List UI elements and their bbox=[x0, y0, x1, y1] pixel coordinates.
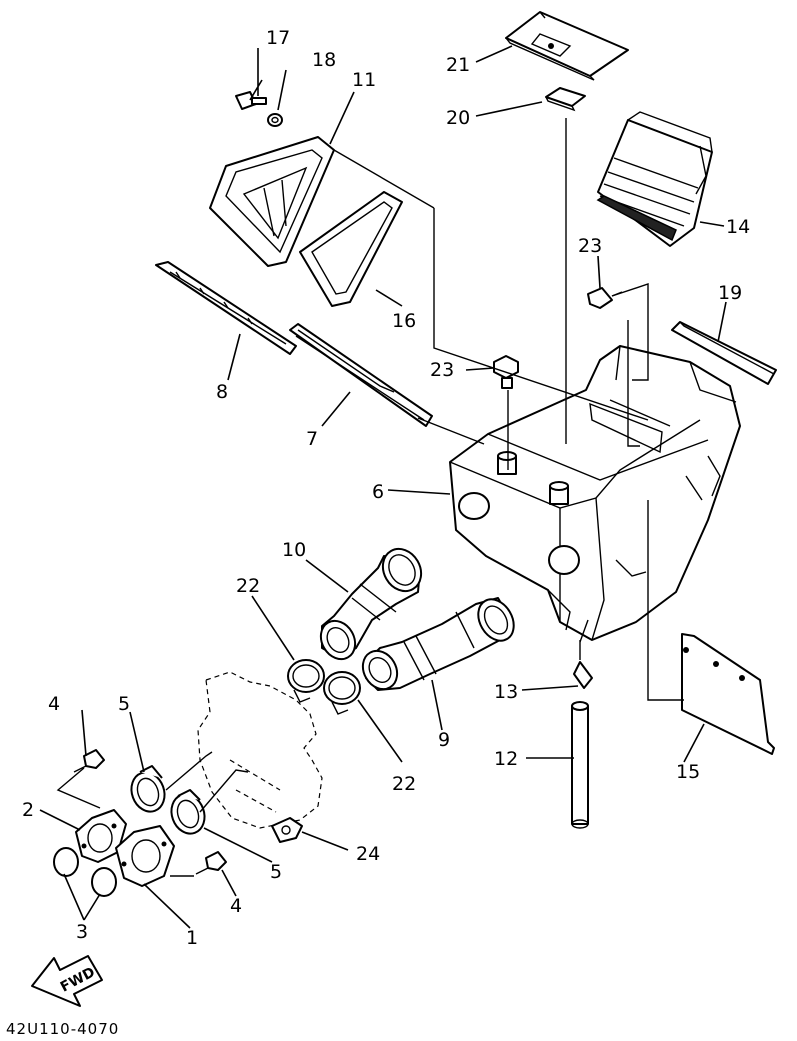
part-24-clip bbox=[271, 817, 303, 843]
callout-1: 1 bbox=[186, 927, 198, 949]
part-4-screw-lower bbox=[195, 851, 227, 875]
part-1-joint bbox=[115, 825, 175, 887]
callout-16: 16 bbox=[392, 310, 416, 332]
part-18-washer bbox=[267, 113, 283, 127]
part-5-clamp-right bbox=[170, 789, 206, 835]
callout-5-upper: 5 bbox=[118, 693, 130, 715]
callout-labels: 21 20 17 18 11 14 23 19 16 23 8 7 6 10 2… bbox=[22, 27, 750, 949]
part-22-hose-clamp-right bbox=[323, 671, 361, 715]
part-4-screw-upper bbox=[73, 749, 105, 773]
leader-lines bbox=[39, 45, 727, 929]
part-15-side-plate bbox=[681, 633, 775, 755]
callout-21: 21 bbox=[446, 54, 470, 76]
part-23-bolt-lower bbox=[493, 355, 519, 389]
callout-2: 2 bbox=[22, 799, 34, 821]
part-20-pad bbox=[545, 87, 586, 112]
part-2-joint bbox=[75, 809, 127, 863]
diagram-code: 42U110-4070 bbox=[6, 1020, 119, 1038]
callout-14: 14 bbox=[726, 216, 750, 238]
part-19-strip bbox=[671, 321, 777, 385]
part-9-joint-hose bbox=[361, 597, 515, 691]
part-12-drain-hose bbox=[571, 701, 589, 829]
part-3-o-rings bbox=[53, 847, 117, 897]
part-13-clip bbox=[573, 661, 593, 689]
part-16-gasket bbox=[299, 191, 403, 307]
part-11-filter-cover bbox=[209, 136, 435, 267]
part-21-cover-plate bbox=[505, 11, 629, 81]
callout-8: 8 bbox=[216, 381, 228, 403]
part-7-filter-element bbox=[289, 323, 433, 427]
part-10-joint-hose bbox=[319, 547, 423, 661]
callout-12: 12 bbox=[494, 748, 518, 770]
callout-22-lower: 22 bbox=[392, 773, 416, 795]
callout-11: 11 bbox=[352, 69, 376, 91]
callout-4-upper: 4 bbox=[48, 693, 60, 715]
carburetor-phantom-outline bbox=[197, 671, 323, 829]
callout-10: 10 bbox=[282, 539, 306, 561]
callout-7: 7 bbox=[306, 428, 318, 450]
callout-3: 3 bbox=[76, 921, 88, 943]
callout-5-lower: 5 bbox=[270, 861, 282, 883]
callout-9: 9 bbox=[438, 729, 450, 751]
part-23-bolt-upper bbox=[587, 287, 623, 309]
part-22-hose-clamp-left bbox=[287, 659, 325, 703]
callout-23-upper: 23 bbox=[578, 235, 602, 257]
callout-22-upper: 22 bbox=[236, 575, 260, 597]
part-17-bolt bbox=[235, 91, 267, 110]
callout-20: 20 bbox=[446, 107, 470, 129]
callout-17: 17 bbox=[266, 27, 290, 49]
callout-19: 19 bbox=[718, 282, 742, 304]
callout-18: 18 bbox=[312, 49, 336, 71]
callout-6: 6 bbox=[372, 481, 384, 503]
callout-15: 15 bbox=[676, 761, 700, 783]
callout-24: 24 bbox=[356, 843, 380, 865]
part-5-clamp-left bbox=[130, 765, 166, 813]
part-8-filter-element bbox=[155, 261, 297, 355]
callout-23-lower: 23 bbox=[430, 359, 454, 381]
fwd-direction-arrow: FWD bbox=[31, 955, 103, 1007]
callout-13: 13 bbox=[494, 681, 518, 703]
part-14-intake-duct bbox=[596, 111, 713, 247]
callout-4-lower: 4 bbox=[230, 895, 242, 917]
assembly-reference-lines bbox=[56, 118, 684, 877]
part-6-air-box bbox=[449, 345, 741, 643]
